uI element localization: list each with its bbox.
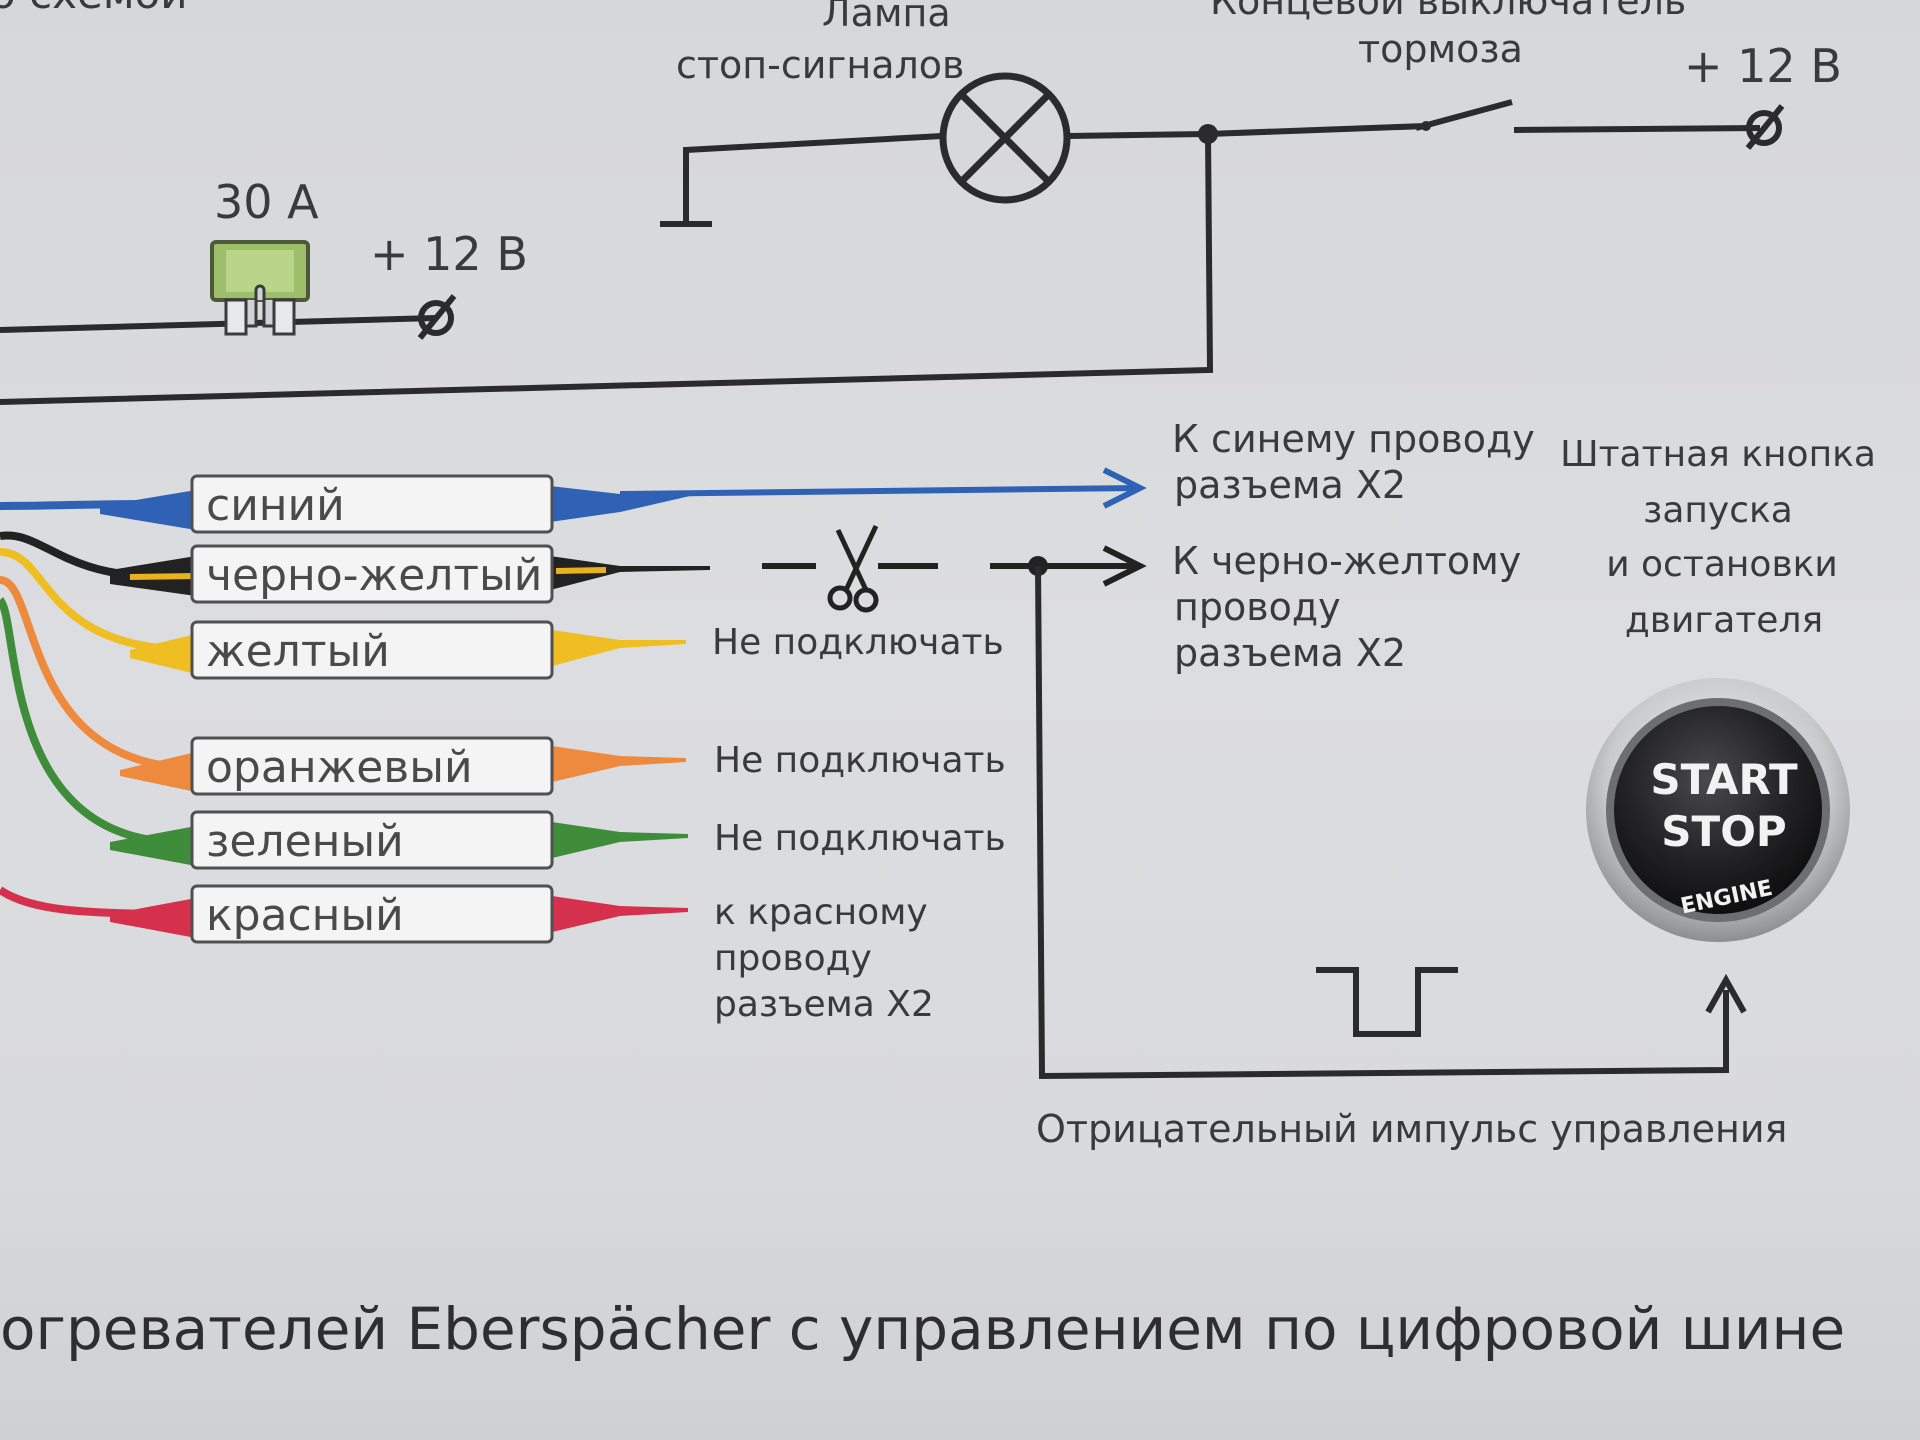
fuse-label: 30 А xyxy=(214,175,319,229)
button-caption-line1: Штатная кнопка xyxy=(1560,434,1876,475)
header-fragment: о схемой xyxy=(0,0,188,18)
junction-dot xyxy=(1198,124,1218,144)
wire-label-orange: оранжевый xyxy=(206,742,473,793)
dest-blue-line1: К синему проводу xyxy=(1172,417,1535,461)
page-footer-title: огревателей Eberspächer с управлением по… xyxy=(0,1295,1846,1363)
control-line xyxy=(1035,565,1747,1080)
wire-yellow: желтый xyxy=(130,620,686,680)
lamp-cross-circle-icon xyxy=(939,72,1071,204)
button-caption-line2: запуска xyxy=(1643,490,1793,531)
wire-label-blue: синий xyxy=(206,480,345,531)
button-text-start: START xyxy=(1650,755,1798,804)
dest-green: Не подключать xyxy=(714,818,1006,859)
terminal-slashed-circle-icon xyxy=(1745,104,1785,150)
dest-red-line1: к красному xyxy=(714,892,928,933)
pulse-label: Отрицательный импульс управления xyxy=(1036,1107,1787,1151)
blade-fuse-icon xyxy=(210,240,310,336)
lamp-label-line1: Лампа xyxy=(822,0,951,35)
terminal-slashed-circle-icon xyxy=(417,294,457,340)
scissors-icon xyxy=(827,524,879,613)
start-stop-button: START STOP ENGINE xyxy=(1586,678,1850,942)
wire-label-red: красный xyxy=(206,890,404,941)
wire-blue: синий xyxy=(100,467,1147,534)
wire-label-yellow: желтый xyxy=(206,626,390,677)
wire-label-green: зеленый xyxy=(206,816,404,867)
dest-orange: Не подключать xyxy=(714,740,1006,781)
switch-label-line1: Концевой выключатель xyxy=(1210,0,1686,23)
dest-yellow: Не подключать xyxy=(712,622,1004,663)
dest-red-line2: проводу xyxy=(714,938,872,979)
lamp-label-line2: стоп-сигналов xyxy=(676,43,964,87)
wire-label-black-yellow: черно-желтый xyxy=(206,550,542,601)
dest-blue-line2: разъема X2 xyxy=(1174,463,1406,507)
arrow-head xyxy=(1102,545,1147,587)
dest-bk-line3: разъема X2 xyxy=(1174,631,1406,675)
supply-label-left: + 12 В xyxy=(370,227,528,281)
dest-bk-line1: К черно-желтому xyxy=(1172,539,1521,583)
wire-orange: оранжевый xyxy=(120,736,686,796)
switch-pivot-dot xyxy=(1421,121,1431,131)
wire-black-yellow: черно-желтый xyxy=(110,544,710,604)
supply-label-right: + 12 В xyxy=(1684,39,1842,93)
brake-lamp-circuit xyxy=(0,99,1761,405)
switch-label-line2: тормоза xyxy=(1358,27,1523,71)
button-caption-line3: и остановки xyxy=(1606,544,1838,585)
wire-red: красный xyxy=(110,884,688,944)
wire-green: зеленый xyxy=(110,810,688,870)
dest-bk-line2: проводу xyxy=(1174,585,1341,629)
dest-red-line3: разъема X2 xyxy=(714,984,934,1025)
button-caption-line4: двигателя xyxy=(1625,600,1823,641)
button-text-stop: STOP xyxy=(1661,807,1786,856)
negative-pulse-icon xyxy=(1316,967,1458,1037)
